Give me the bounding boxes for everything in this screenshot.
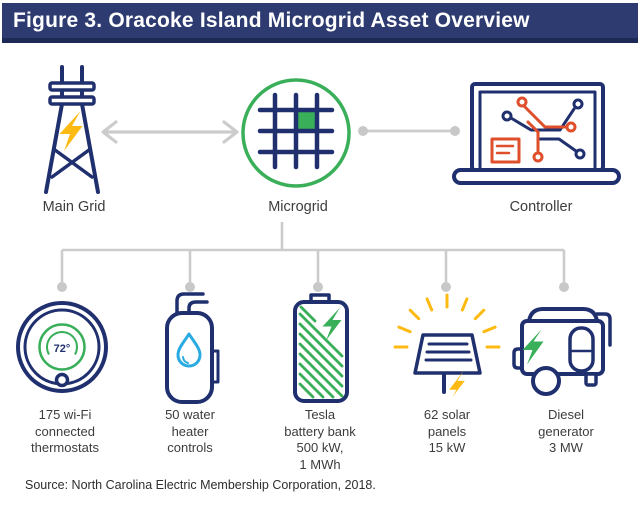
figure-title: Figure 3. Oracoke Island Microgrid Asset… — [13, 8, 530, 32]
circuit-traces-orange — [490, 96, 577, 164]
source-note: Source: North Carolina Electric Membersh… — [25, 478, 376, 492]
microgrid-icon — [241, 78, 351, 188]
microgrid-to-controller-link — [358, 126, 460, 136]
controller-laptop-icon — [452, 82, 621, 185]
battery-label: Tesla battery bank 500 kW, 1 MWh — [284, 407, 356, 472]
diesel-generator-label: Diesel generator 3 MW — [538, 407, 594, 455]
sun-rays — [393, 293, 501, 349]
grid-to-microgrid-arrow — [101, 120, 239, 144]
microgrid-label: Microgrid — [268, 199, 328, 215]
thermostat-reading: 72° — [54, 343, 71, 355]
thermostat-icon: 72° — [16, 301, 108, 393]
water-drop-icon — [176, 332, 202, 368]
transmission-tower-icon — [44, 65, 100, 194]
circuit-traces-navy — [501, 98, 586, 160]
figure-title-bar: Figure 3. Oracoke Island Microgrid Asset… — [2, 3, 638, 43]
controller-label: Controller — [509, 199, 573, 215]
thermostats-label: 175 wi-Fi connected thermostats — [31, 407, 99, 455]
lightning-bolt-icon — [449, 371, 465, 397]
asset-tree-connector — [57, 222, 569, 292]
battery-icon — [293, 293, 349, 403]
diesel-generator-icon — [512, 307, 612, 396]
charge-stripes — [298, 305, 344, 399]
water-heater-label: 50 water heater controls — [165, 407, 215, 455]
lightning-bolt-icon — [59, 111, 83, 151]
lightning-bolt-icon — [522, 329, 544, 365]
main-grid-label: Main Grid — [42, 199, 106, 215]
water-heater-icon — [165, 292, 220, 404]
solar-panel-icon — [393, 293, 501, 397]
solar-panels-label: 62 solar panels 15 kW — [423, 407, 471, 455]
lightning-bolt-icon — [322, 307, 342, 341]
